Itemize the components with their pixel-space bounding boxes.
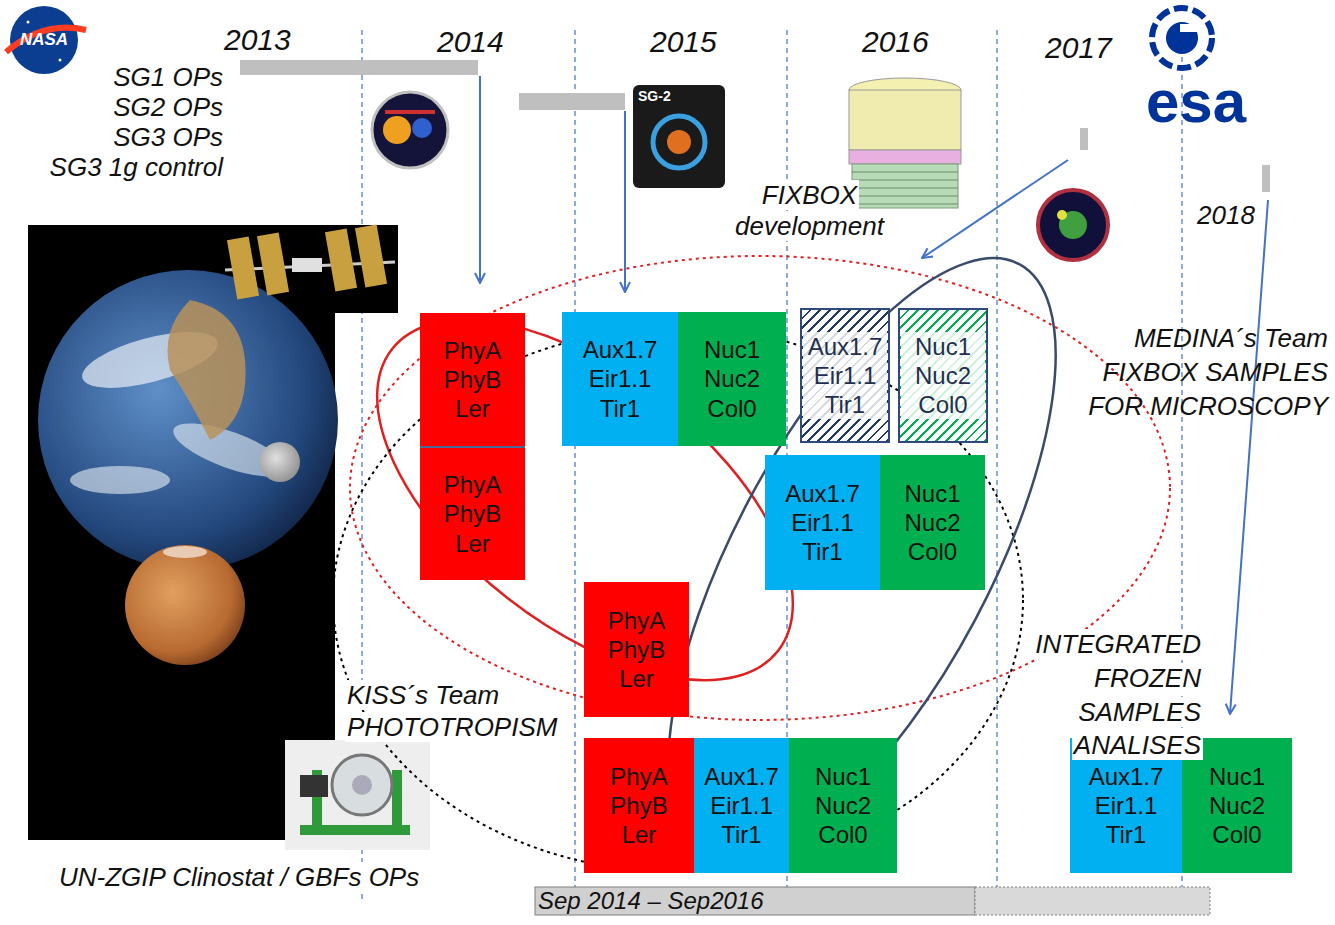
timeline-bar	[519, 93, 625, 110]
green-sample-box: Nuc1 Nuc2 Col0	[678, 312, 786, 446]
sample-list: PhyA PhyB Ler	[431, 470, 515, 558]
timeline-bar	[1080, 128, 1088, 150]
logo-text: esa	[1146, 72, 1266, 132]
timeline-bar	[1262, 165, 1270, 192]
sample-list: Nuc1 Nuc2 Col0	[690, 335, 774, 423]
esa-logo	[1152, 8, 1212, 68]
hatched-sample-box: Nuc1 Nuc2 Col0	[898, 308, 988, 443]
year-label: 2014	[435, 24, 515, 60]
sg3-patch	[1038, 190, 1108, 260]
period-bar-extension	[975, 887, 1210, 915]
operation-label: SG1 OPs	[20, 63, 225, 93]
year-label: 2013	[222, 22, 302, 58]
sample-list: PhyA PhyB Ler	[431, 336, 515, 424]
red-sample-box: PhyA PhyB Ler	[420, 313, 525, 446]
operation-label: SG3 1g control	[4, 153, 225, 183]
period-bar	[535, 887, 975, 915]
red-sample-box: PhyA PhyB Ler	[584, 582, 689, 717]
sample-list: Nuc1 Nuc2 Col0	[901, 332, 985, 420]
team-note: KISS´s Team PHOTOTROPISM	[345, 680, 590, 743]
year-label: 2016	[860, 24, 940, 60]
green-sample-box: Nuc1 Nuc2 Col0	[880, 455, 985, 590]
sg2-patch	[633, 85, 725, 188]
year-separator	[362, 30, 1182, 900]
red-sample-box: PhyA PhyB Ler	[420, 446, 525, 580]
sample-list: PhyA PhyB Ler	[597, 762, 681, 850]
sample-list: Nuc1 Nuc2 Col0	[891, 479, 975, 567]
period-label: Sep 2014 – Sep2016	[538, 888, 968, 914]
sample-list: Nuc1 Nuc2 Col0	[1195, 762, 1279, 850]
sg1-patch	[372, 92, 448, 168]
team-note: MEDINA´s Team FIXBOX SAMPLES FOR MICROSC…	[1083, 322, 1328, 423]
sample-list: PhyA PhyB Ler	[595, 606, 679, 694]
year-label: 2015	[648, 24, 728, 60]
note-label: FIXBOX development	[712, 180, 907, 242]
logo-text: NASA	[14, 30, 74, 50]
fixbox-illustration	[849, 78, 961, 208]
sample-list: Aux1.7 Eir1.1 Tir1	[578, 335, 662, 423]
operation-label: SG3 OPs	[20, 123, 225, 153]
equipment-label: UN-ZGIP Clinostat / GBFs OPs	[57, 862, 487, 893]
sample-list: Aux1.7 Eir1.1 Tir1	[781, 479, 865, 567]
sample-list: Nuc1 Nuc2 Col0	[801, 762, 885, 850]
year-label: 2017	[1043, 30, 1123, 66]
team-note: INTEGRATED FROZEN SAMPLES ANALISES	[975, 628, 1203, 763]
blue-sample-box: Aux1.7 Eir1.1 Tir1	[562, 312, 678, 446]
green-sample-box: Nuc1 Nuc2 Col0	[789, 738, 897, 873]
year-label: 2018	[1195, 200, 1261, 231]
patch-text: SG-2	[638, 88, 690, 105]
hatched-sample-box: Aux1.7 Eir1.1 Tir1	[800, 308, 890, 443]
sample-list: Aux1.7 Eir1.1 Tir1	[1084, 762, 1168, 850]
red-sample-box: PhyA PhyB Ler	[584, 738, 694, 873]
clinostat-photo	[285, 740, 430, 850]
timeline-bar	[240, 60, 478, 75]
sample-list: Aux1.7 Eir1.1 Tir1	[803, 332, 887, 420]
blue-sample-box: Aux1.7 Eir1.1 Tir1	[765, 455, 880, 590]
nasa-logo	[6, 6, 86, 74]
operation-label: SG2 OPs	[20, 93, 225, 123]
sample-list: Aux1.7 Eir1.1 Tir1	[700, 762, 784, 850]
blue-sample-box: Aux1.7 Eir1.1 Tir1	[694, 738, 789, 873]
iss-illustration	[225, 225, 395, 300]
